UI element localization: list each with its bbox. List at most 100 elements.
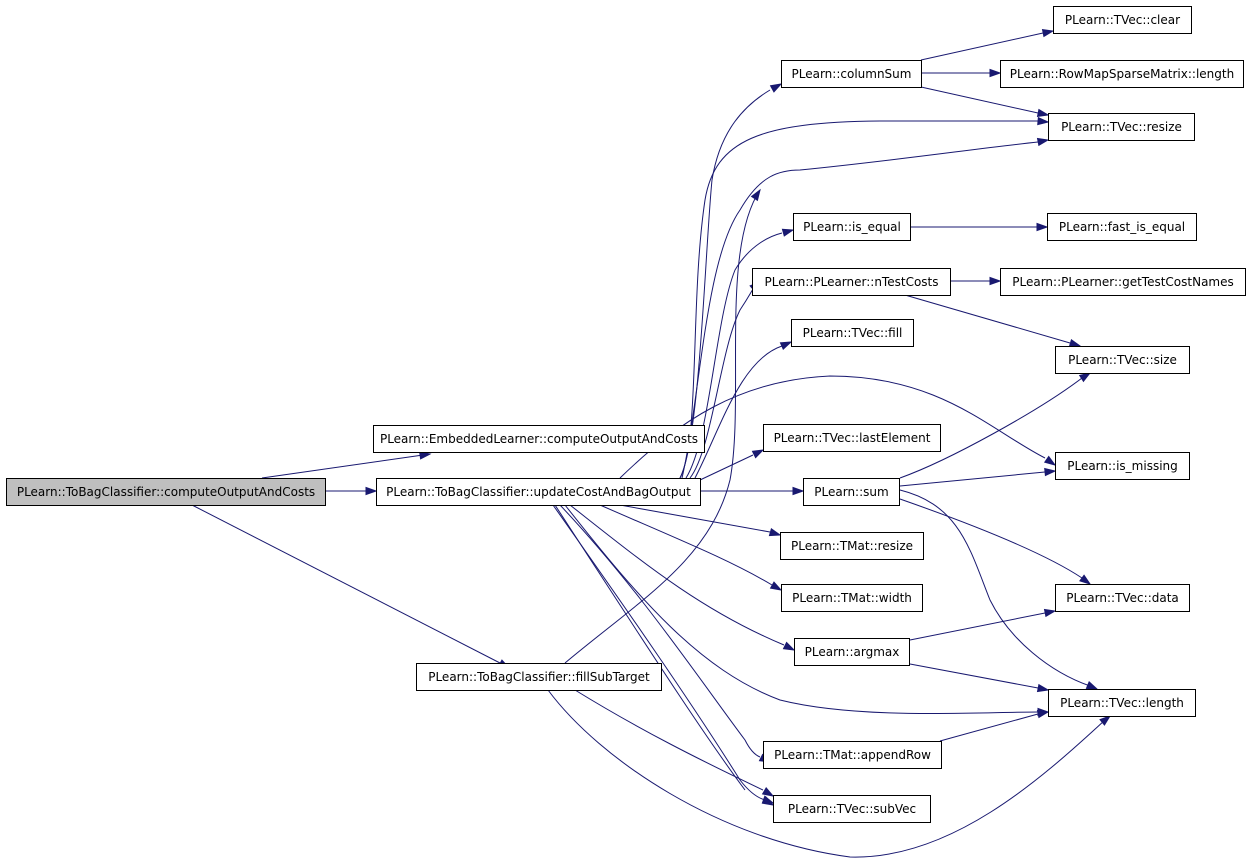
node-label: PLearn::TMat::resize	[791, 539, 913, 553]
node-box	[1055, 452, 1190, 480]
edge-root-to-fillsub	[191, 504, 511, 669]
edge-fillsub-to-tvresize	[564, 188, 761, 664]
edge-update-to-append	[559, 504, 772, 763]
node-tvdata[interactable]: PLearn::TVec::data	[1055, 584, 1190, 612]
edge-append-to-tvlen	[939, 710, 1050, 742]
node-box	[763, 741, 942, 769]
node-fillsub[interactable]: PLearn::ToBagClassifier::fillSubTarget	[416, 663, 662, 691]
node-tvresize[interactable]: PLearn::TVec::resize	[1048, 113, 1195, 141]
node-label: PLearn::TVec::size	[1068, 353, 1177, 367]
node-ntest[interactable]: PLearn::PLearner::nTestCosts	[752, 268, 951, 296]
arrowhead	[1036, 683, 1050, 693]
node-label: PLearn::TMat::width	[792, 591, 912, 605]
arrowhead	[989, 276, 1002, 286]
node-lastel[interactable]: PLearn::TVec::lastElement	[763, 424, 941, 452]
node-sum[interactable]: PLearn::sum	[803, 478, 900, 506]
node-label: PLearn::TVec::subVec	[788, 802, 916, 816]
node-label: PLearn::TMat::appendRow	[774, 748, 931, 762]
node-tvsize[interactable]: PLearn::TVec::size	[1055, 346, 1190, 374]
node-fill[interactable]: PLearn::TVec::fill	[791, 319, 914, 347]
arrowhead	[768, 528, 782, 537]
arrowhead	[792, 486, 805, 496]
arrowhead	[779, 341, 793, 351]
node-box	[1047, 213, 1197, 241]
node-box	[781, 60, 922, 88]
node-box	[1048, 689, 1196, 717]
node-label: PLearn::TVec::resize	[1061, 120, 1182, 134]
arrowhead	[761, 796, 775, 806]
edge-update-to-fill	[694, 341, 793, 479]
call-nodes: PLearn::ToBagClassifier::computeOutputAn…	[6, 6, 1246, 823]
node-label: PLearn::sum	[814, 485, 888, 499]
edge-root-to-embedded	[261, 451, 432, 479]
node-subvec[interactable]: PLearn::TVec::subVec	[773, 795, 931, 823]
arrowhead	[761, 787, 775, 797]
call-edges	[191, 28, 1112, 858]
edge-ntest-to-tvsize	[904, 294, 1082, 348]
edge-update-to-subvec2	[554, 504, 775, 806]
arrowhead	[1036, 108, 1050, 118]
node-label: PLearn::RowMapSparseMatrix::length	[1010, 67, 1234, 81]
edge-fillsub-to-subvec	[574, 689, 775, 797]
node-label: PLearn::ToBagClassifier::updateCostAndBa…	[386, 485, 691, 499]
node-clear[interactable]: PLearn::TVec::clear	[1053, 6, 1192, 34]
edge-sum-to-ismiss	[899, 467, 1057, 487]
arrowhead	[769, 83, 783, 93]
node-root[interactable]: PLearn::ToBagClassifier::computeOutputAn…	[6, 478, 326, 506]
node-tvlen[interactable]: PLearn::TVec::length	[1048, 689, 1196, 717]
edge-fillsub-to-tvlen	[547, 689, 1112, 858]
edge-update-to-tvresize	[679, 116, 1050, 479]
node-box	[752, 268, 951, 296]
node-argmax[interactable]: PLearn::argmax	[794, 638, 910, 666]
node-box	[780, 532, 924, 560]
node-label: PLearn::columnSum	[792, 67, 912, 81]
node-box	[373, 425, 705, 453]
node-label: PLearn::ToBagClassifier::computeOutputAn…	[17, 485, 315, 499]
arrowhead	[781, 228, 795, 237]
node-label: PLearn::EmbeddedLearner::computeOutputAn…	[380, 432, 698, 446]
node-box	[1055, 346, 1190, 374]
edge-update-to-tmwidth	[599, 504, 783, 591]
arrowhead	[1041, 28, 1055, 38]
edge-root-to-update	[325, 486, 378, 496]
node-box	[376, 478, 701, 506]
arrowhead	[1036, 137, 1050, 147]
node-box	[793, 213, 911, 241]
node-box	[773, 795, 931, 823]
node-label: PLearn::PLearner::nTestCosts	[765, 275, 939, 289]
edge-sum-to-tvsize	[899, 372, 1092, 479]
edge-isequal-to-fastiseq	[910, 222, 1049, 232]
arrowhead	[1044, 467, 1057, 477]
node-embedded[interactable]: PLearn::EmbeddedLearner::computeOutputAn…	[373, 425, 705, 453]
arrowhead	[1085, 681, 1099, 690]
edge-update-to-lastel	[699, 449, 765, 481]
edge-colsum-to-rmlen	[921, 68, 1002, 78]
node-tmwidth[interactable]: PLearn::TMat::width	[781, 584, 923, 612]
arrowhead	[750, 188, 761, 202]
edge-update-to-tmresize	[619, 504, 782, 537]
arrowhead	[1036, 222, 1049, 232]
node-label: PLearn::fast_is_equal	[1059, 220, 1185, 234]
node-ismiss[interactable]: PLearn::is_missing	[1055, 452, 1190, 480]
node-gettest[interactable]: PLearn::PLearner::getTestCostNames	[1000, 268, 1246, 296]
arrowhead	[365, 486, 378, 496]
arrowhead	[1078, 372, 1092, 383]
node-box	[6, 478, 326, 506]
node-label: PLearn::TVec::fill	[803, 326, 903, 340]
edge-update-to-tvresize2	[681, 137, 1050, 479]
node-box	[1055, 584, 1190, 612]
arrowhead	[1036, 710, 1050, 719]
node-box	[794, 638, 910, 666]
edge-colsum-to-tvresize	[920, 86, 1050, 118]
edge-sum-to-tvlen	[899, 489, 1099, 690]
node-rmlen[interactable]: PLearn::RowMapSparseMatrix::length	[1000, 60, 1244, 88]
edge-update-to-subvec	[552, 504, 775, 804]
node-label: PLearn::is_missing	[1067, 459, 1178, 473]
node-tmresize[interactable]: PLearn::TMat::resize	[780, 532, 924, 560]
node-update[interactable]: PLearn::ToBagClassifier::updateCostAndBa…	[376, 478, 701, 506]
node-colsum[interactable]: PLearn::columnSum	[781, 60, 922, 88]
node-append[interactable]: PLearn::TMat::appendRow	[763, 741, 942, 769]
node-isequal[interactable]: PLearn::is_equal	[793, 213, 911, 241]
node-fastiseq[interactable]: PLearn::fast_is_equal	[1047, 213, 1197, 241]
edge-sum-to-tvdata	[899, 498, 1092, 585]
